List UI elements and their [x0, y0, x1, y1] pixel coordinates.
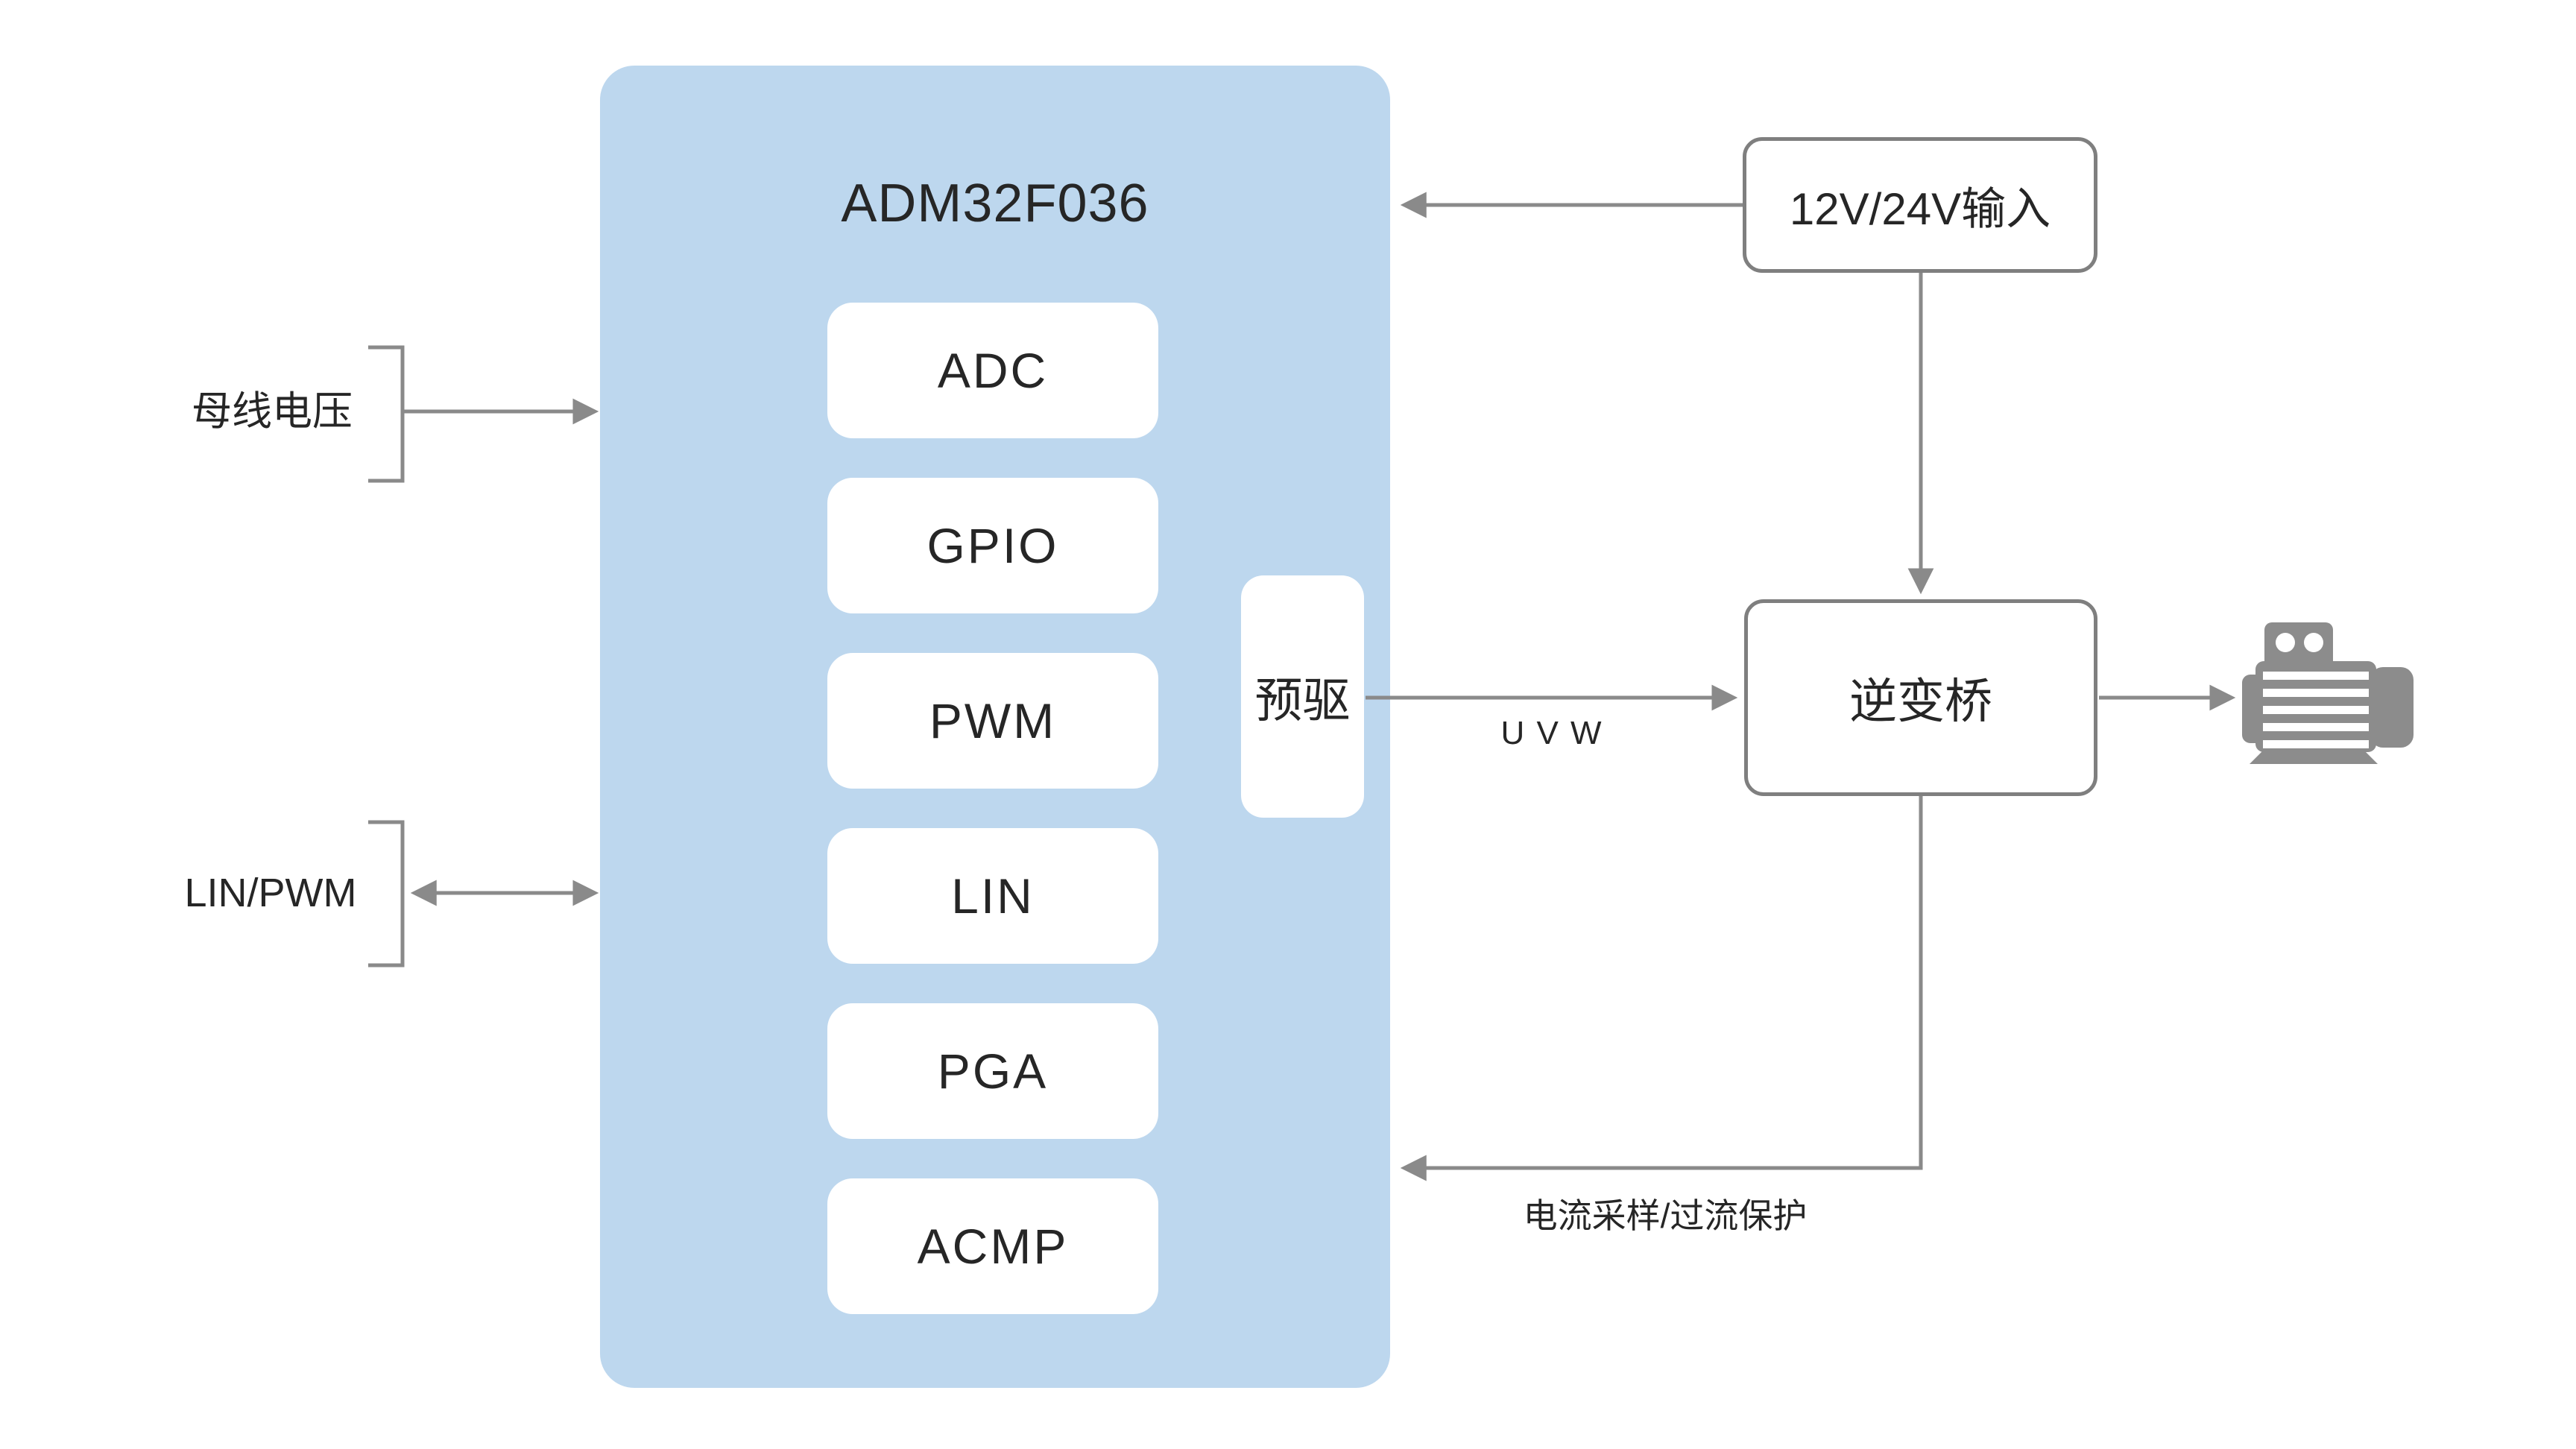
- block-acmp: ACMP: [827, 1178, 1158, 1314]
- mcu-title: ADM32F036: [841, 174, 1149, 233]
- bus-voltage-label: 母线电压: [192, 389, 353, 434]
- power-input-box: 12V/24V输入: [1743, 137, 2097, 273]
- block-pwm: PWM: [827, 653, 1158, 789]
- inverter-bridge-box: 逆变桥: [1744, 599, 2097, 796]
- block-adc: ADC: [827, 303, 1158, 438]
- lin-pwm-label: LIN/PWM: [184, 871, 357, 915]
- block-gpio: GPIO: [827, 478, 1158, 613]
- block-predriver: 预驱: [1241, 575, 1364, 818]
- block-lin: LIN: [827, 828, 1158, 964]
- current-protect-label: 电流采样/过流保护: [1523, 1196, 1808, 1235]
- current-feedback-arrow: [1400, 796, 1923, 1181]
- block-pga: PGA: [827, 1003, 1158, 1139]
- uvw-label: U V W: [1500, 715, 1603, 751]
- motor-icon: [2242, 622, 2414, 764]
